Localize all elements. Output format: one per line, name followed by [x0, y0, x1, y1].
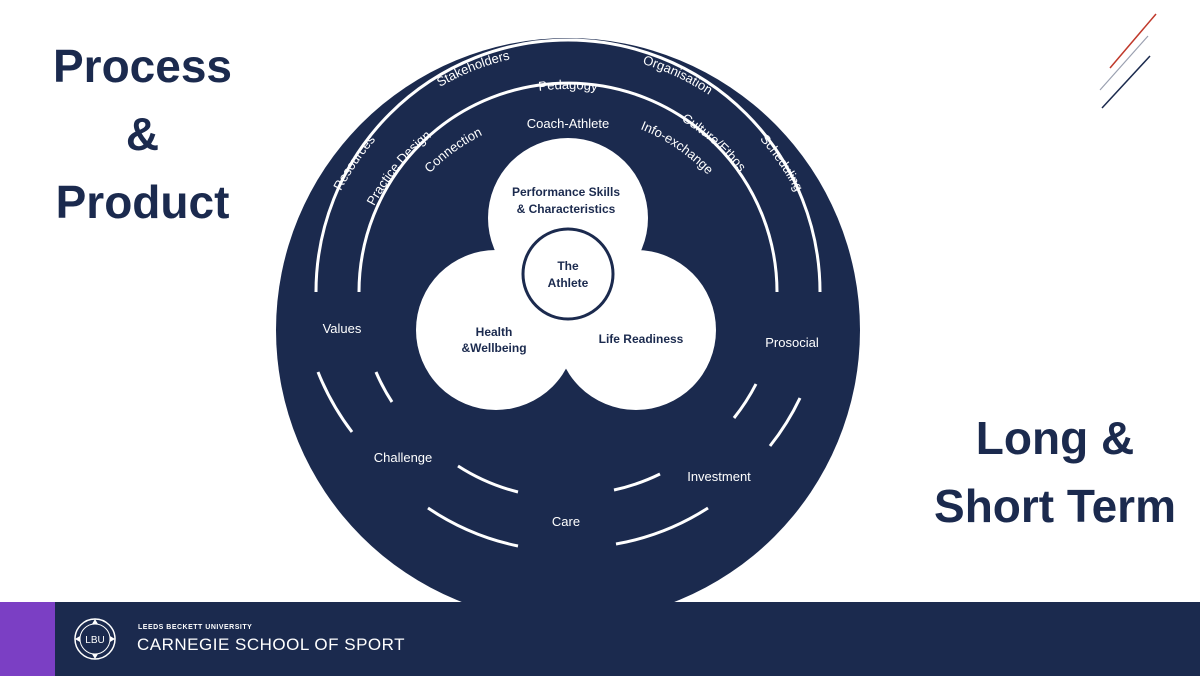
- logo-text: LBU: [85, 635, 104, 646]
- process-product-title: Process & Product: [30, 40, 255, 244]
- university-logo-icon: LBU: [74, 618, 116, 660]
- footer-accent: [0, 602, 55, 676]
- ring-segment: [768, 397, 802, 447]
- middle-ring-label-text: Pedagogy: [537, 77, 599, 94]
- footer-bar: LBU LEEDS BECKETT UNIVERSITY CARNEGIE SC…: [0, 602, 1200, 676]
- title-right-line1: Long &: [975, 412, 1135, 464]
- ring-segment: [613, 472, 661, 492]
- ring-segment: [316, 371, 354, 433]
- lower-ring-segments: [316, 371, 802, 548]
- athlete-circle: [521, 227, 615, 321]
- label-prosocial: Prosocial: [765, 335, 819, 350]
- long-short-term-title: Long & Short Term: [915, 412, 1195, 548]
- label-performance-line1: Performance Skills: [512, 185, 620, 199]
- deco-line-navy: [1101, 55, 1151, 109]
- title-right-line2: Short Term: [934, 480, 1176, 532]
- title-left-line1: Process: [52, 40, 232, 92]
- deco-line-grey: [1099, 35, 1149, 91]
- trefoil: [416, 138, 716, 410]
- footer-school-name: CARNEGIE SCHOOL OF SPORT: [137, 635, 405, 654]
- title-left-line2: &: [125, 108, 160, 160]
- outer-ring-line: [314, 38, 822, 293]
- ring-segment: [457, 464, 519, 494]
- title-left-line3: Product: [55, 176, 230, 228]
- label-performance-line2: & Characteristics: [517, 202, 616, 216]
- trefoil-center-fill: [498, 220, 638, 360]
- label-athlete-line2: Athlete: [548, 276, 589, 290]
- deco-line-red: [1109, 13, 1157, 69]
- ring-segment: [732, 383, 758, 419]
- label-athlete-line1: The: [557, 259, 579, 273]
- ring-segment: [427, 506, 519, 548]
- ring-segment: [615, 506, 709, 546]
- label-pedagogy: Pedagogy: [537, 77, 599, 94]
- label-investment: Investment: [687, 469, 751, 484]
- decorative-lines: [1099, 13, 1157, 109]
- label-health-line2: &Wellbeing: [461, 341, 526, 355]
- label-life-readiness: Life Readiness: [599, 332, 684, 346]
- label-care: Care: [552, 514, 580, 529]
- label-coach-athlete: Coach-Athlete: [527, 116, 609, 131]
- label-values: Values: [323, 321, 362, 336]
- footer-university-name: LEEDS BECKETT UNIVERSITY: [138, 624, 253, 631]
- middle-ring-line: [357, 81, 779, 293]
- ring-segment: [374, 371, 394, 403]
- athlete-development-diagram: Resources Stakeholders Organisation Sche…: [276, 38, 860, 602]
- label-health-line1: Health: [476, 325, 513, 339]
- label-challenge: Challenge: [374, 450, 433, 465]
